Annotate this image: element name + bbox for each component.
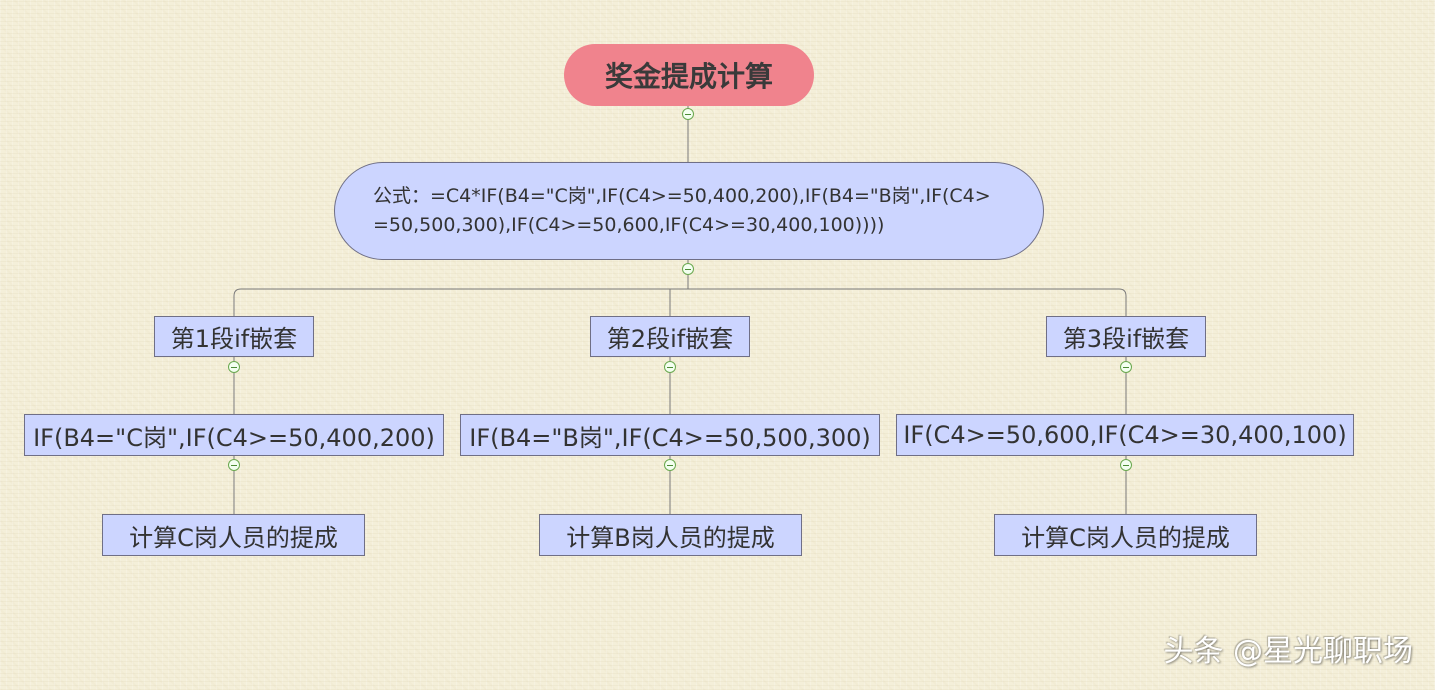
description-node-3[interactable]: 计算C岗人员的提成 [994, 514, 1257, 556]
expression-label: IF(C4>=50,600,IF(C4>=30,400,100) [903, 421, 1347, 449]
expression-node-1[interactable]: IF(B4="C岗",IF(C4>=50,400,200) [24, 414, 444, 456]
segment-label: 第3段if嵌套 [1062, 325, 1190, 353]
description-node-1[interactable]: 计算C岗人员的提成 [102, 514, 365, 556]
collapse-toggle-icon[interactable] [1120, 459, 1132, 471]
root-title: 奖金提成计算 [604, 60, 773, 93]
collapse-toggle-icon[interactable] [228, 361, 240, 373]
segment-node-2[interactable]: 第2段if嵌套 [590, 316, 750, 357]
segment-label: 第1段if嵌套 [170, 325, 298, 353]
segment-node-3[interactable]: 第3段if嵌套 [1046, 316, 1206, 357]
description-label: 计算B岗人员的提成 [566, 523, 775, 552]
expression-label: IF(B4="B岗",IF(C4>=50,500,300) [469, 423, 871, 452]
expression-node-2[interactable]: IF(B4="B岗",IF(C4>=50,500,300) [460, 414, 880, 456]
collapse-toggle-icon[interactable] [664, 361, 676, 373]
root-node[interactable]: 奖金提成计算 [564, 44, 814, 106]
collapse-toggle-icon[interactable] [682, 263, 694, 275]
description-label: 计算C岗人员的提成 [129, 523, 338, 552]
expression-node-3[interactable]: IF(C4>=50,600,IF(C4>=30,400,100) [896, 414, 1354, 456]
formula-text: 公式：=C4*IF(B4="C岗",IF(C4>=50,400,200),IF(… [373, 185, 991, 236]
formula-node[interactable]: 公式：=C4*IF(B4="C岗",IF(C4>=50,400,200),IF(… [334, 162, 1044, 260]
description-label: 计算C岗人员的提成 [1021, 523, 1230, 552]
expression-label: IF(B4="C岗",IF(C4>=50,400,200) [33, 423, 435, 452]
collapse-toggle-icon[interactable] [664, 459, 676, 471]
segment-node-1[interactable]: 第1段if嵌套 [154, 316, 314, 357]
connector-branch-bus [233, 288, 1127, 316]
segment-label: 第2段if嵌套 [606, 325, 734, 353]
watermark: 头条 @星光聊职场 [1163, 634, 1413, 669]
collapse-toggle-icon[interactable] [228, 459, 240, 471]
collapse-toggle-icon[interactable] [1120, 361, 1132, 373]
description-node-2[interactable]: 计算B岗人员的提成 [539, 514, 802, 556]
collapse-toggle-icon[interactable] [682, 108, 694, 120]
